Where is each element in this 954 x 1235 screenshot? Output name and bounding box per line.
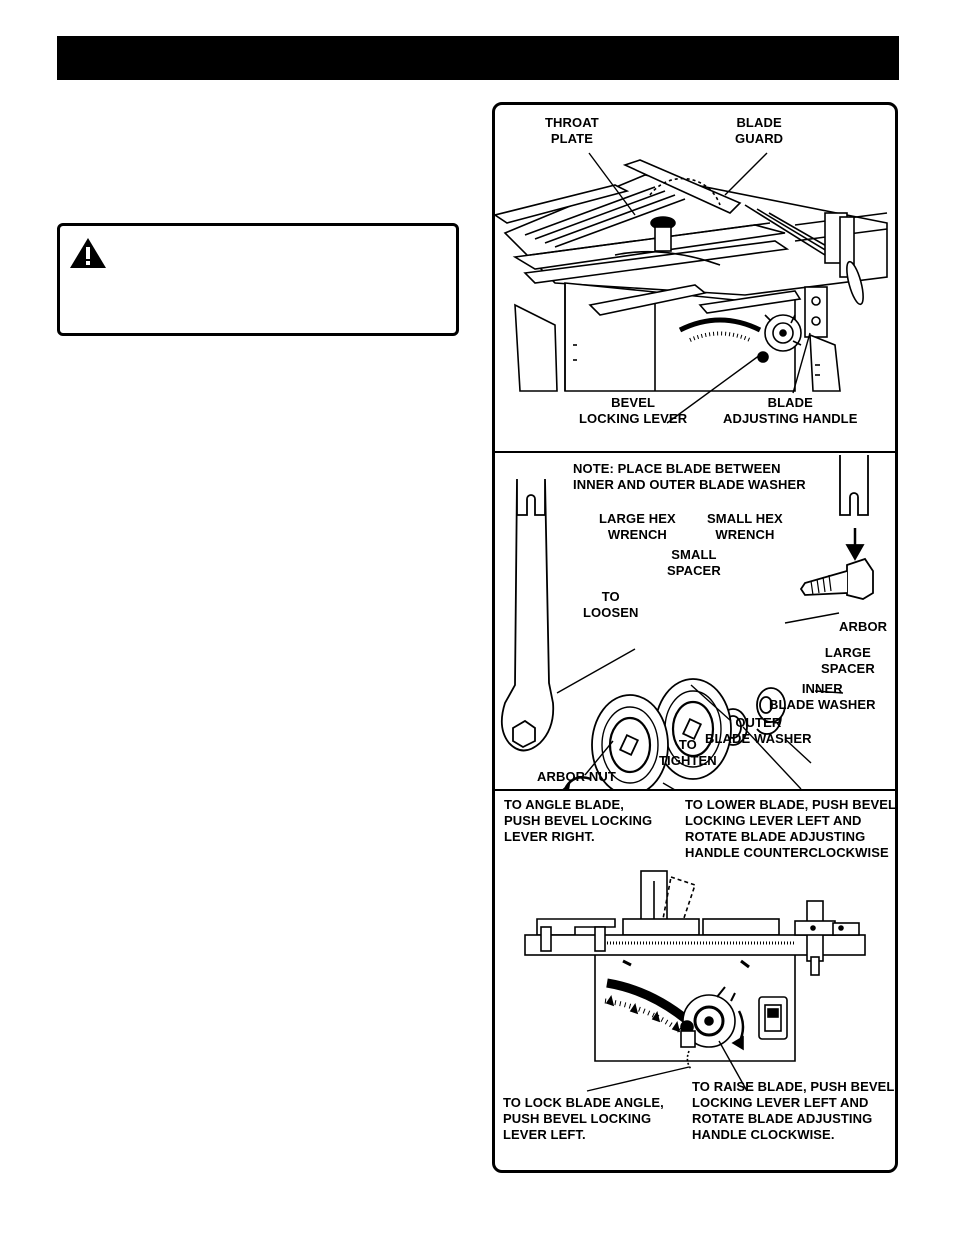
warning-triangle-icon: [70, 238, 106, 268]
table-saw-illustration: [495, 152, 888, 424]
label-arbor-nut: ARBOR NUT: [537, 769, 616, 784]
section-header-bar: [57, 36, 899, 80]
figure-divider: [495, 789, 895, 791]
warning-box: [57, 223, 459, 336]
figure-divider: [495, 451, 895, 453]
bevel-control-illustration: [524, 870, 866, 1092]
label-arbor: ARBOR: [839, 619, 888, 634]
blade-assembly-illustration: [500, 455, 874, 789]
